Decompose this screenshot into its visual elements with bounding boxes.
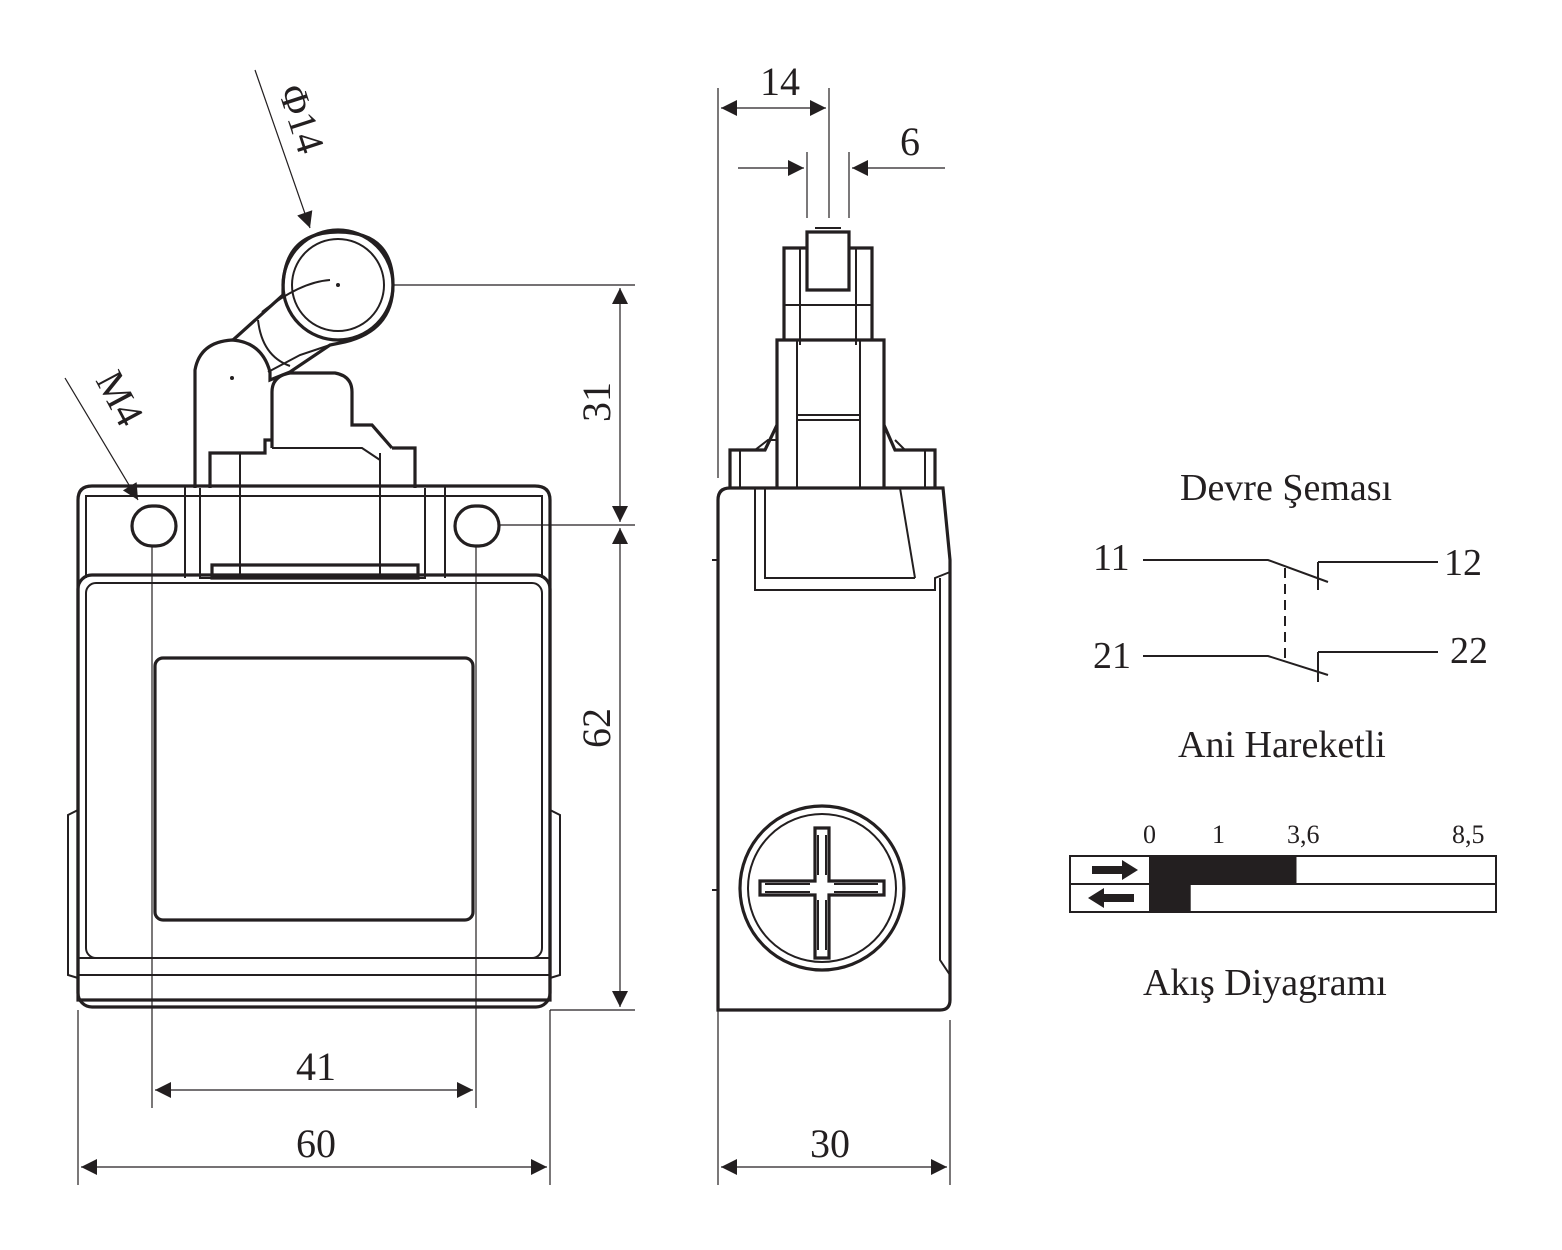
dim-roller-offset: 14 bbox=[760, 59, 800, 104]
circuit-subtitle: Ani Hareketli bbox=[1178, 724, 1386, 766]
contact-12: 12 bbox=[1444, 542, 1482, 584]
circuit-diagram: Devre Şeması 11 12 21 22 Ani Hareketli bbox=[1093, 467, 1488, 766]
mount-hole-left bbox=[130, 504, 178, 548]
dim-mount-thread: M4 bbox=[87, 363, 153, 433]
contact-11: 11 bbox=[1093, 537, 1130, 579]
side-dimensions: 14 6 30 bbox=[717, 59, 951, 1185]
terminal-screw bbox=[738, 804, 906, 972]
dim-height-upper: 31 bbox=[574, 382, 619, 422]
side-roller bbox=[805, 230, 851, 292]
screw-cross-slot bbox=[758, 826, 886, 960]
flow-diagram: 0 1 3,6 8,5 Akış Diyagramı bbox=[1069, 820, 1497, 1004]
dim-side-width: 30 bbox=[810, 1121, 850, 1166]
body bbox=[76, 573, 552, 1009]
flow-bar-forward bbox=[1150, 856, 1297, 884]
return-arrow-icon bbox=[1088, 888, 1134, 908]
dim-height-body: 62 bbox=[574, 708, 619, 748]
contact-21: 21 bbox=[1093, 635, 1131, 677]
dim-hole-spacing: 41 bbox=[296, 1044, 336, 1089]
plunger bbox=[270, 371, 394, 450]
flow-tick-0: 0 bbox=[1143, 820, 1156, 849]
flow-tick-3-6: 3,6 bbox=[1287, 820, 1320, 849]
forward-arrow-icon bbox=[1092, 860, 1138, 880]
front-view bbox=[67, 228, 561, 1009]
dim-roller-diameter: Φ14 bbox=[269, 79, 333, 159]
cover-window bbox=[153, 656, 475, 922]
flow-title: Akış Diyagramı bbox=[1143, 962, 1387, 1004]
mount-hole-right bbox=[453, 504, 501, 548]
contact-22: 22 bbox=[1450, 630, 1488, 672]
flow-bar-return bbox=[1150, 884, 1191, 912]
no-contact bbox=[1143, 651, 1438, 682]
dim-body-width: 60 bbox=[296, 1121, 336, 1166]
flow-tick-8-5: 8,5 bbox=[1452, 820, 1485, 849]
side-body bbox=[716, 486, 952, 1012]
nc-contact bbox=[1143, 559, 1438, 590]
circuit-title: Devre Şeması bbox=[1180, 467, 1392, 509]
flow-tick-1: 1 bbox=[1212, 820, 1225, 849]
mounting-flange bbox=[76, 484, 552, 1002]
side-view bbox=[712, 227, 952, 1012]
dim-roller-width: 6 bbox=[900, 119, 920, 164]
